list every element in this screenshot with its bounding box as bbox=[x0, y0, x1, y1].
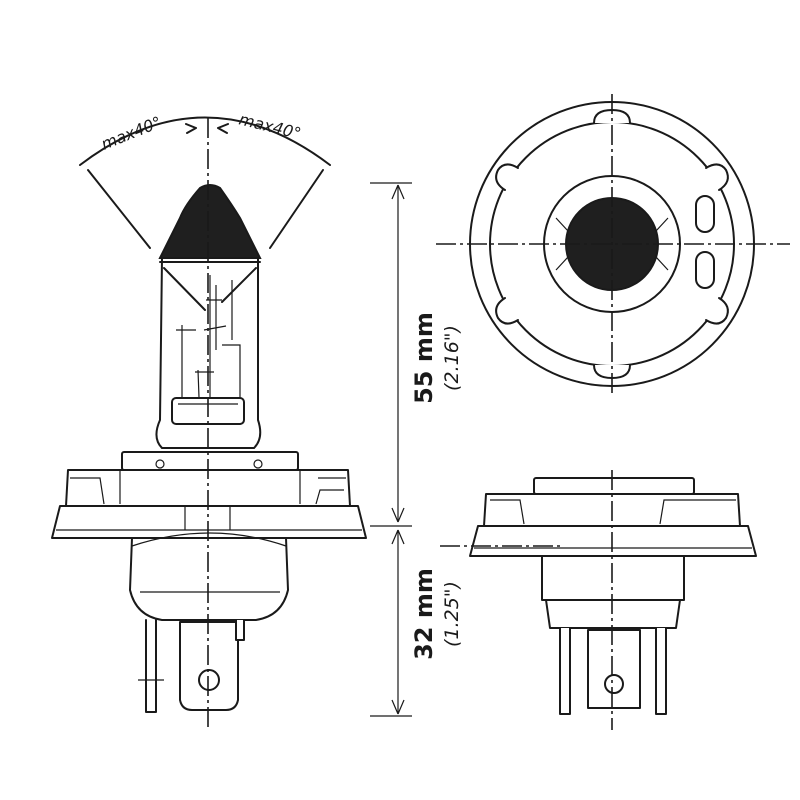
filament-shield bbox=[163, 267, 257, 311]
dimension-group: 55 mm (2.16") 32 mm (1.25") bbox=[370, 182, 463, 717]
neck-collar bbox=[121, 451, 299, 471]
rim-notch-right-upper bbox=[705, 163, 729, 191]
front-pin-center bbox=[587, 629, 641, 709]
filament-wire-2 bbox=[176, 280, 241, 425]
socket-body bbox=[129, 537, 289, 621]
dim-lower-metric: 32 mm bbox=[410, 568, 438, 660]
pin-center-hole bbox=[198, 669, 220, 691]
front-pin-right bbox=[655, 627, 667, 715]
flange-plate-notch bbox=[184, 506, 231, 530]
vent-slot-upper bbox=[695, 195, 715, 233]
collar-rivet-left bbox=[155, 459, 165, 469]
angle-label-left: max40° bbox=[98, 112, 164, 153]
rim-notch-right-lower bbox=[705, 297, 729, 325]
top-view bbox=[436, 94, 790, 396]
pin-right bbox=[235, 619, 245, 641]
angle-arc bbox=[79, 116, 331, 166]
rim-notch-left-upper bbox=[495, 163, 519, 191]
angle-arrow-right bbox=[217, 123, 229, 134]
dim-arrow-top bbox=[391, 184, 405, 200]
front-pin-hole bbox=[604, 674, 624, 694]
flange-detail-left bbox=[70, 470, 121, 505]
angle-limit-left bbox=[87, 169, 151, 249]
socket-arch bbox=[131, 532, 287, 547]
dim-upper-metric: 55 mm bbox=[410, 312, 438, 404]
pin-center-blade bbox=[179, 621, 239, 711]
front-top-cap bbox=[533, 477, 695, 495]
angle-arrow-left bbox=[185, 123, 197, 134]
black-tip-coating bbox=[158, 184, 262, 259]
side-view: max40° max40° bbox=[51, 109, 367, 730]
front-socket-lower bbox=[545, 599, 681, 629]
dim-lower-imperial: (1.25") bbox=[441, 581, 463, 647]
front-socket bbox=[541, 555, 685, 601]
dim-arrow-mid-down bbox=[391, 529, 405, 545]
collar-rivet-right bbox=[253, 459, 263, 469]
flange-detail-right bbox=[299, 470, 346, 505]
front-flange-detail bbox=[490, 499, 736, 525]
rim-notch-left-lower bbox=[495, 297, 519, 325]
dim-arrow-bot bbox=[391, 699, 405, 715]
front-view bbox=[440, 470, 757, 730]
vent-slot-lower bbox=[695, 251, 715, 289]
dim-upper-imperial: (2.16") bbox=[441, 325, 463, 391]
front-pin-left bbox=[559, 627, 571, 715]
pin-left bbox=[145, 619, 157, 713]
angle-label-right: max40° bbox=[237, 109, 303, 143]
angle-limit-right bbox=[269, 169, 324, 249]
dim-arrow-mid-up bbox=[391, 507, 405, 523]
filament-wire-1 bbox=[203, 275, 227, 410]
front-flange-plate bbox=[469, 525, 757, 557]
